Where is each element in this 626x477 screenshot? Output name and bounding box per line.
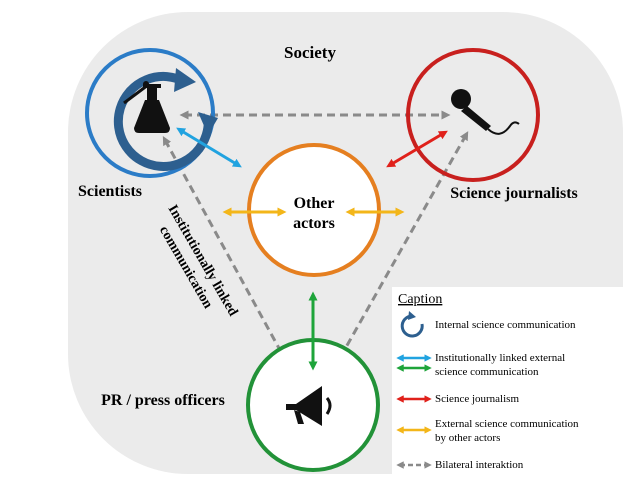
other-actors-label-line2: actors: [293, 215, 335, 232]
journalists-label: Science journalists: [450, 185, 578, 202]
internal-arrowhead-top: [174, 68, 196, 92]
caption-item-other-line1: External science communication: [435, 418, 579, 430]
caption-item-institutional-line1: Institutionally linked external: [435, 352, 565, 364]
caption-title: Caption: [398, 292, 442, 307]
caption-internal-icon: [400, 311, 424, 338]
other-actors-label-line1: Other: [294, 195, 335, 212]
megaphone-icon: [286, 386, 332, 426]
caption-item-other-line2: by other actors: [435, 432, 500, 444]
caption-item-bilateral: Bilateral interaktion: [435, 459, 524, 471]
caption-item-institutional-line2: science communication: [435, 366, 539, 378]
flask-icon: [123, 81, 170, 133]
society-label: Society: [284, 43, 336, 62]
scientists-circle: [85, 48, 215, 178]
journalists-circle: [406, 48, 540, 182]
bilateral-arrow-scientists-pr: [162, 136, 295, 376]
pr-label: PR / press officers: [101, 392, 225, 409]
internal-arrowhead-bottom: [198, 112, 218, 135]
scientists-other-arrow: [176, 127, 242, 168]
scientists-label: Scientists: [78, 183, 142, 200]
microphone-icon: [451, 89, 520, 135]
journalists-other-arrow: [386, 130, 448, 168]
caption-background: [392, 287, 624, 475]
caption-legend: Caption Internal science communication I…: [392, 287, 624, 475]
caption-item-journalism: Science journalism: [435, 393, 519, 405]
caption-item-internal: Internal science communication: [435, 319, 576, 331]
